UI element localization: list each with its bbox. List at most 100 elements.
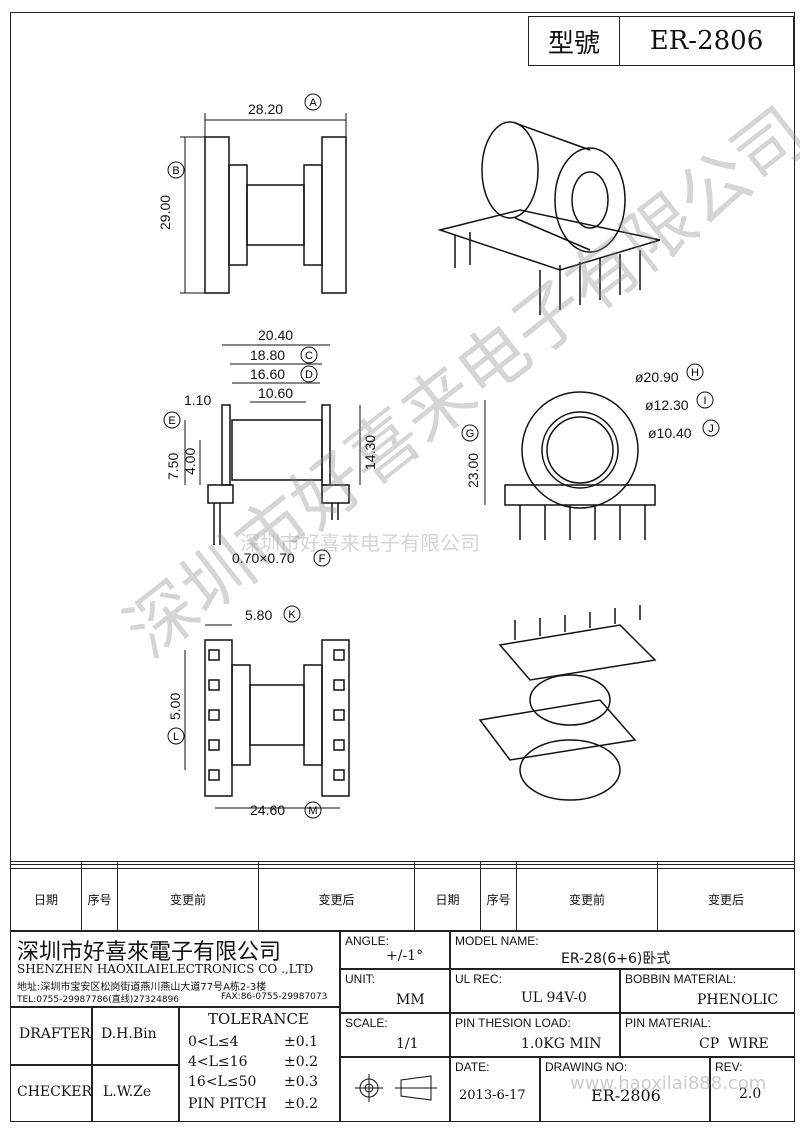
rev-header-date-2: 日期 bbox=[414, 867, 481, 932]
tag-h: H bbox=[691, 367, 699, 379]
tolerance-range-3: 16<L≤50 bbox=[188, 1074, 257, 1090]
top-view bbox=[180, 113, 347, 294]
pin-load-value: 1.0KG MIN bbox=[521, 1036, 602, 1052]
scale-label: SCALE: bbox=[345, 1016, 388, 1030]
unit-label: UNIT: bbox=[345, 972, 375, 986]
revision-table: 日期 序号 变更前 变更后 日期 序号 变更前 变更后 bbox=[10, 860, 795, 932]
pin-material-cell: PIN MATERIAL: CP WIRE bbox=[620, 1013, 795, 1057]
model-name-label: MODEL NAME: bbox=[455, 934, 539, 948]
watermark-url: www.haoxilai888.com bbox=[570, 1073, 767, 1094]
bobbin-material-value: PHENOLIC bbox=[697, 992, 779, 1008]
company-name-cn: 深圳市好喜來電子有限公司 bbox=[17, 940, 282, 965]
rev-header-no-2: 序号 bbox=[480, 867, 517, 932]
tolerance-value-2: ±0.2 bbox=[284, 1054, 318, 1070]
company-fax: FAX:86-0755-29987073 bbox=[221, 992, 328, 1002]
ul-cell: UL REC: UL 94V-0 bbox=[450, 969, 620, 1013]
title-block: 型號 ER-2806 bbox=[528, 16, 794, 66]
dim-k: 5.80 bbox=[245, 607, 272, 623]
dim-d: 16.60 bbox=[250, 366, 285, 382]
tolerance-range-4: PIN PITCH bbox=[188, 1096, 267, 1112]
projection-symbol-cell bbox=[340, 1057, 450, 1122]
rev-header-date: 日期 bbox=[10, 867, 82, 932]
side-view bbox=[484, 391, 656, 540]
rev-cell: REV: 2.0 bbox=[710, 1057, 795, 1122]
pin-load-cell: PIN THESION LOAD: 1.0KG MIN bbox=[450, 1013, 620, 1057]
rev-label: REV: bbox=[715, 1060, 743, 1074]
drawing-no-value: ER-2806 bbox=[591, 1086, 661, 1105]
tag-k: K bbox=[288, 609, 296, 621]
tag-b: B bbox=[172, 165, 179, 177]
technical-drawing: 深圳市好喜来电子有限公司 深圳市好喜来电子有限公司 28.20 29.00 20… bbox=[110, 92, 800, 819]
company-tel: TEL:0755-29987786(直线)27324896 bbox=[17, 995, 180, 1005]
date-label: DATE: bbox=[455, 1060, 490, 1074]
tag-a: A bbox=[309, 97, 317, 109]
tag-g: G bbox=[466, 428, 475, 440]
drawing-no-label: DRAWING NO: bbox=[545, 1060, 628, 1074]
dim-b: 29.00 bbox=[157, 195, 173, 230]
tag-m: M bbox=[308, 805, 317, 817]
tag-d: D bbox=[305, 369, 313, 381]
front-view bbox=[184, 344, 361, 545]
dim-m: 24.60 bbox=[250, 802, 285, 818]
bobbin-material-cell: BOBBIN MATERIAL: PHENOLIC bbox=[620, 969, 795, 1013]
model-name-value: ER-28(6+6)卧式 bbox=[561, 951, 671, 967]
bobbin-material-label: BOBBIN MATERIAL: bbox=[625, 972, 737, 986]
watermark-small: 深圳市好喜来电子有限公司 bbox=[240, 531, 480, 555]
date-value: 2013-6-17 bbox=[459, 1088, 526, 1103]
ul-value: UL 94V-0 bbox=[521, 990, 587, 1006]
checker-label-cell: CHECKER bbox=[10, 1065, 92, 1122]
ul-label: UL REC: bbox=[455, 972, 502, 986]
tag-i: I bbox=[703, 395, 706, 407]
drafter-label-cell: DRAFTER bbox=[10, 1007, 92, 1065]
company-address: 地址:深圳市宝安区松岗街道燕川燕山大道77号A栋2-3楼 bbox=[17, 982, 267, 993]
date-cell: DATE: 2013-6-17 bbox=[450, 1057, 540, 1122]
angle-cell: ANGLE: +/-1° bbox=[340, 931, 450, 969]
dim-e2: 10.60 bbox=[258, 385, 293, 401]
angle-value: +/-1° bbox=[386, 948, 424, 964]
tolerance-value-1: ±0.1 bbox=[284, 1034, 318, 1050]
drafter-label: DRAFTER bbox=[19, 1026, 91, 1042]
checker-label: CHECKER bbox=[17, 1084, 93, 1100]
drawing-no-cell: DRAWING NO: ER-2806 bbox=[540, 1057, 710, 1122]
tag-f: F bbox=[319, 553, 326, 565]
rev-header-after-2: 变更后 bbox=[657, 867, 795, 932]
bottom-view bbox=[184, 624, 350, 809]
rev-header-after: 变更后 bbox=[258, 867, 415, 932]
dim-e1: 1.10 bbox=[184, 392, 211, 408]
dim-i: ø12.30 bbox=[645, 397, 689, 413]
tag-c: C bbox=[305, 350, 313, 362]
drafter-value-cell: D.H.Bin bbox=[92, 1007, 179, 1065]
checker-value-cell: L.W.Ze bbox=[92, 1065, 179, 1122]
tolerance-title: TOLERANCE bbox=[208, 1010, 309, 1028]
dim-e3: 7.50 bbox=[165, 453, 181, 480]
pin-load-label: PIN THESION LOAD: bbox=[455, 1016, 571, 1030]
scale-value: 1/1 bbox=[396, 1036, 419, 1052]
checker-name: L.W.Ze bbox=[103, 1084, 152, 1100]
dim-width: 20.40 bbox=[258, 327, 293, 343]
pin-material-label: PIN MATERIAL: bbox=[625, 1016, 711, 1030]
pin-material-value: CP WIRE bbox=[699, 1036, 769, 1052]
company-block: 深圳市好喜來電子有限公司 SHENZHEN HAOXILAIELECTRONIC… bbox=[10, 931, 340, 1007]
tolerance-range-1: 0<L≤4 bbox=[188, 1034, 239, 1050]
rev-value: 2.0 bbox=[739, 1086, 762, 1102]
unit-value: MM bbox=[396, 992, 425, 1008]
tolerance-range-2: 4<L≤16 bbox=[188, 1054, 248, 1070]
tag-j: J bbox=[708, 423, 714, 435]
dim-h: ø20.90 bbox=[635, 369, 679, 385]
dim-g: 23.00 bbox=[465, 453, 481, 488]
rev-header-before-2: 变更前 bbox=[516, 867, 658, 932]
model-name-cell: MODEL NAME: ER-28(6+6)卧式 bbox=[450, 931, 795, 969]
dim-c: 18.80 bbox=[250, 347, 285, 363]
tag-e: E bbox=[168, 415, 175, 427]
isometric-view-bottom bbox=[478, 605, 657, 801]
projection-symbol-icon bbox=[355, 1074, 437, 1102]
dim-e4: 4.00 bbox=[182, 448, 198, 475]
company-name-en: SHENZHEN HAOXILAIELECTRONICS CO .,LTD bbox=[17, 962, 314, 976]
dim-e5: 14.30 bbox=[362, 435, 378, 470]
tag-l: L bbox=[173, 731, 179, 743]
scale-cell: SCALE: 1/1 bbox=[340, 1013, 450, 1057]
tolerance-value-3: ±0.3 bbox=[284, 1074, 318, 1090]
unit-cell: UNIT: MM bbox=[340, 969, 450, 1013]
isometric-view-top bbox=[437, 121, 661, 315]
rev-header-before: 变更前 bbox=[117, 867, 259, 932]
